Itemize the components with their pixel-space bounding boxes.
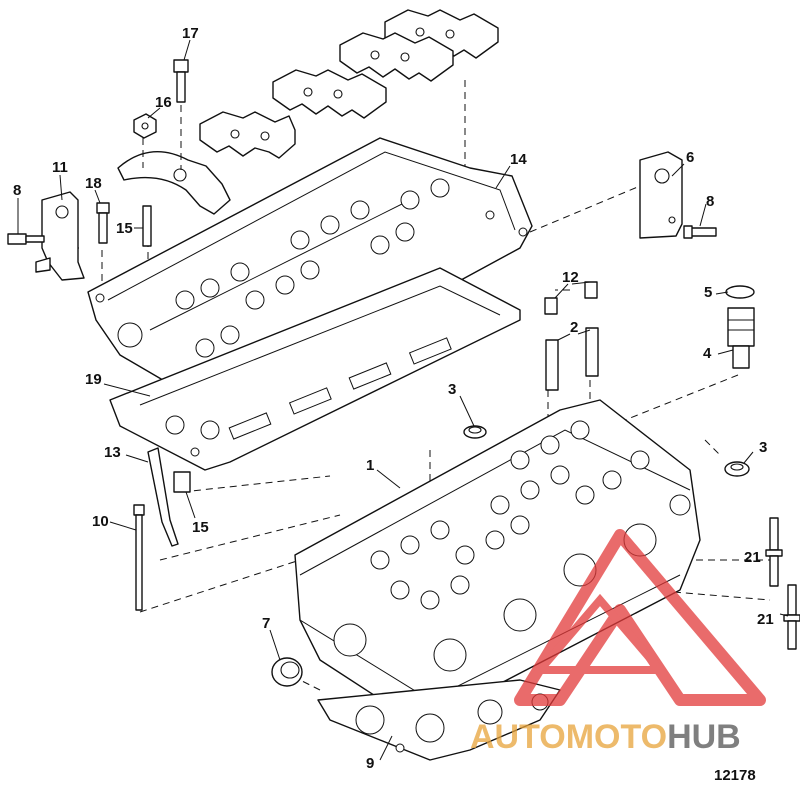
- figure-number: 12178: [714, 767, 756, 784]
- gasket-20: [109, 267, 521, 471]
- seals-and-plugs: [133, 425, 750, 611]
- watermark-text-hub: HUB: [667, 718, 741, 756]
- callout-8-right: 8: [706, 193, 714, 210]
- bracket-7: [639, 151, 717, 239]
- callout-4: 7: [262, 615, 270, 632]
- callout-18: 17: [182, 25, 199, 42]
- leader-lines: [17, 39, 789, 761]
- svg-text:AUTOMOTOHUB: AUTOMOTOHUB: [470, 718, 741, 756]
- callout-21-upper: 21: [744, 549, 761, 566]
- callout-labels: 17 16 15 18 11 8 14 6 8 12 2 5 4 3 3 19 …: [13, 25, 774, 784]
- callout-14: 15: [192, 519, 209, 536]
- callout-10: 10: [92, 513, 109, 530]
- callout-8-left: 8: [13, 182, 21, 199]
- watermark-triangle: [514, 529, 766, 706]
- callout-5: 4: [703, 345, 712, 362]
- callout-16: 15: [116, 220, 133, 237]
- callout-17: 16: [155, 94, 172, 111]
- callout-11: 12: [562, 269, 579, 286]
- callout-6: 5: [704, 284, 712, 301]
- studs-21: [765, 517, 800, 650]
- bolts-top-left: [96, 59, 189, 247]
- watermark-text-auto: AUTOMOTO: [470, 718, 667, 756]
- callout-3-right: 3: [759, 439, 767, 456]
- callout-9: 9: [366, 755, 374, 772]
- valve-parts: [544, 281, 755, 391]
- callout-1: 1: [366, 457, 374, 474]
- callout-20: 19: [85, 371, 102, 388]
- callout-12: 13: [104, 444, 121, 461]
- callout-15: 14: [510, 151, 527, 168]
- seal-4: [271, 657, 303, 687]
- callout-7: 6: [686, 149, 694, 166]
- camshaft-bearing-caps: [117, 9, 499, 215]
- watermark: AUTOMOTOHUB: [470, 529, 766, 756]
- watermark-triangle-inner: [531, 593, 669, 674]
- callout-13: 11: [52, 159, 68, 176]
- callout-3-left: 3: [448, 381, 456, 398]
- callout-21-lower: 21: [757, 611, 774, 628]
- callout-19: 18: [85, 175, 102, 192]
- callout-2: 2: [570, 319, 578, 336]
- bracket-13: [7, 191, 85, 281]
